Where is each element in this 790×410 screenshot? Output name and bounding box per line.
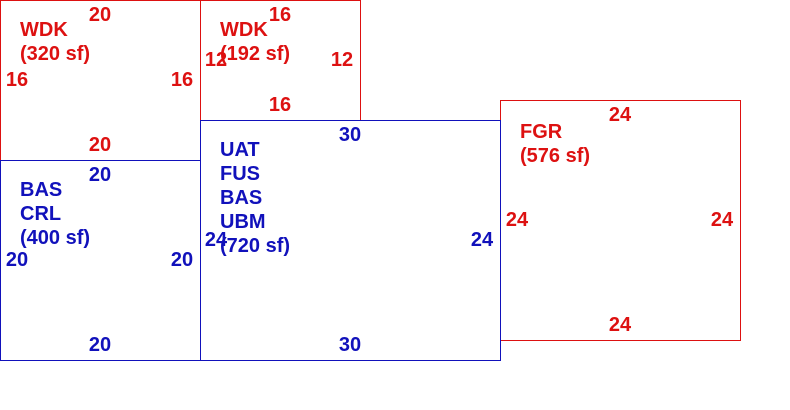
room-label-area: (576 sf) bbox=[520, 145, 591, 167]
dimension-right: 24 bbox=[470, 229, 494, 251]
dimension-right: 24 bbox=[710, 209, 734, 231]
room-label-line: UAT bbox=[220, 139, 260, 161]
room-label-uat: UAT FUS BAS UBM (720 sf) bbox=[220, 138, 290, 258]
room-label-bas: BAS CRL (400 sf) bbox=[20, 178, 90, 250]
dimension-top: 30 bbox=[338, 124, 362, 146]
room-label-line: WDK bbox=[20, 19, 68, 41]
dimension-bottom: 20 bbox=[88, 134, 112, 156]
dimension-bottom: 30 bbox=[338, 334, 362, 356]
room-label-line: UBM bbox=[220, 211, 266, 233]
room-label-wdk: WDK (320 sf) bbox=[20, 18, 90, 66]
dimension-top: 20 bbox=[88, 4, 112, 26]
room-label-area: (192 sf) bbox=[220, 43, 291, 65]
room-label-wdk-small: WDK (192 sf) bbox=[220, 18, 290, 66]
room-label-line: WDK bbox=[220, 19, 268, 41]
room-label-line: FGR bbox=[520, 121, 563, 143]
dimension-bottom: 16 bbox=[268, 94, 292, 116]
room-label-area: (320 sf) bbox=[20, 43, 91, 65]
room-label-area: (720 sf) bbox=[220, 235, 291, 257]
room-label-line: FUS bbox=[220, 163, 260, 185]
room-label-area: (400 sf) bbox=[20, 227, 91, 249]
room-label-line: CRL bbox=[20, 203, 62, 225]
room-uat-outline bbox=[200, 120, 501, 361]
dimension-left: 24 bbox=[505, 209, 529, 231]
dimension-left: 24 bbox=[204, 229, 228, 251]
room-label-line: BAS bbox=[220, 187, 263, 209]
dimension-left: 20 bbox=[5, 249, 29, 271]
dimension-top: 16 bbox=[268, 4, 292, 26]
dimension-bottom: 20 bbox=[88, 334, 112, 356]
dimension-right: 12 bbox=[330, 49, 354, 71]
dimension-left: 12 bbox=[204, 49, 228, 71]
room-label-fgr: FGR (576 sf) bbox=[520, 120, 590, 168]
dimension-bottom: 24 bbox=[608, 314, 632, 336]
dimension-right: 16 bbox=[170, 69, 194, 91]
dimension-right: 20 bbox=[170, 249, 194, 271]
dimension-top: 24 bbox=[608, 104, 632, 126]
dimension-left: 16 bbox=[5, 69, 29, 91]
room-label-line: BAS bbox=[20, 179, 63, 201]
dimension-top: 20 bbox=[88, 164, 112, 186]
